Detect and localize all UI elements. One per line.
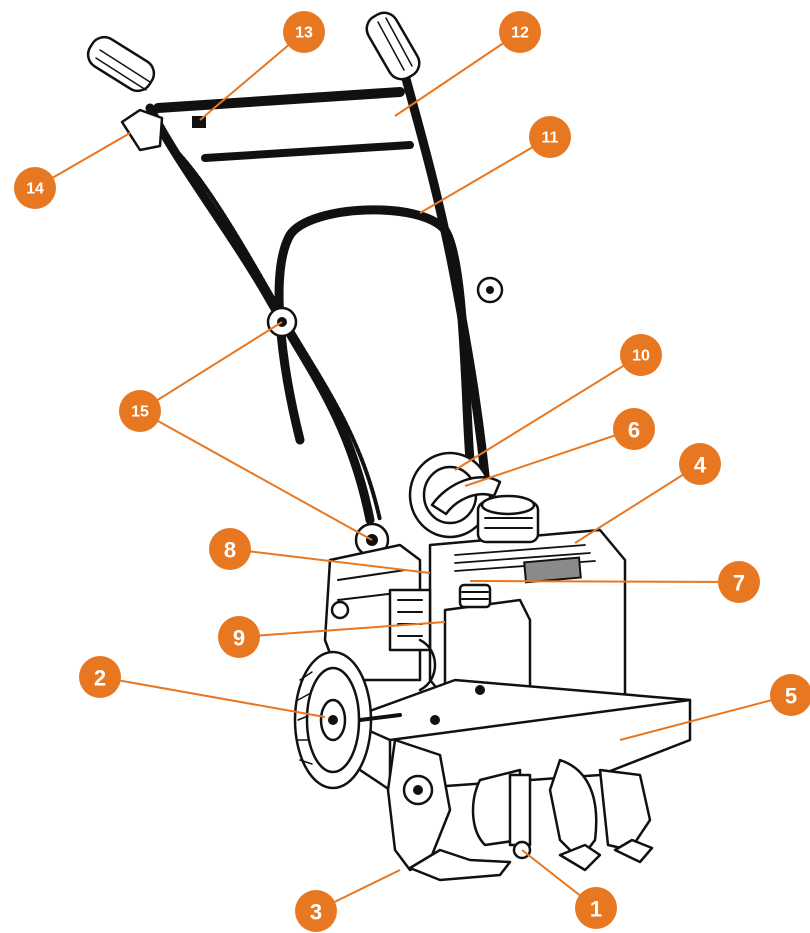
engine xyxy=(323,494,627,712)
leader-line-2 xyxy=(99,676,326,718)
throttle-lever xyxy=(120,108,164,152)
callout-12-label: 12 xyxy=(511,25,529,42)
callout-5-circle xyxy=(770,674,810,716)
callout-3-label: 3 xyxy=(310,900,322,925)
callout-11: 11 xyxy=(529,116,571,158)
callout-5: 5 xyxy=(770,674,810,716)
callout-3: 3 xyxy=(295,890,337,932)
lower-handle-loop xyxy=(274,205,475,465)
leader-line-5 xyxy=(619,694,792,741)
callout-15-label: 15 xyxy=(131,404,149,421)
right-handle-knob xyxy=(476,276,504,304)
callout-9-label: 9 xyxy=(233,626,245,651)
leader-line-4 xyxy=(574,463,701,544)
callout-badges: 1 2 3 4 5 6 7 8 xyxy=(14,11,810,932)
leader-line-12 xyxy=(394,31,521,117)
leader-line-8 xyxy=(229,548,431,574)
callout-12-circle xyxy=(499,11,541,53)
callout-4-label: 4 xyxy=(694,453,707,478)
callout-13-label: 13 xyxy=(295,25,313,42)
callout-11-circle xyxy=(529,116,571,158)
leader-lines xyxy=(34,31,792,912)
callout-15-circle xyxy=(119,390,161,432)
callout-14: 14 xyxy=(14,167,56,209)
leader-line-6 xyxy=(464,428,635,487)
callout-1-label: 1 xyxy=(590,897,602,922)
callout-7-circle xyxy=(718,561,760,603)
callout-8-circle xyxy=(209,528,251,570)
callout-10-circle xyxy=(620,334,662,376)
leader-line-7 xyxy=(469,580,740,583)
right-grip xyxy=(365,11,421,81)
callout-6: 6 xyxy=(613,408,655,450)
callout-4: 4 xyxy=(679,443,721,485)
callout-13: 13 xyxy=(283,11,325,53)
callout-11-label: 11 xyxy=(542,130,559,147)
leader-line-13 xyxy=(199,31,305,121)
callout-1-circle xyxy=(575,887,617,929)
callout-10-label: 10 xyxy=(632,348,650,365)
handlebar-frame xyxy=(145,70,493,525)
leader-line-15a xyxy=(139,321,283,412)
transport-wheel xyxy=(293,650,402,790)
tiller-illustration xyxy=(86,11,692,882)
callout-8: 8 xyxy=(209,528,251,570)
callout-6-circle xyxy=(613,408,655,450)
callout-3-circle xyxy=(295,890,337,932)
leader-line-15b xyxy=(139,410,373,541)
callout-9: 9 xyxy=(218,616,260,658)
callout-13-circle xyxy=(283,11,325,53)
callout-15: 15 xyxy=(119,390,161,432)
callout-4-circle xyxy=(679,443,721,485)
callout-2-label: 2 xyxy=(94,666,106,691)
left-grip xyxy=(86,35,156,93)
callout-9-circle xyxy=(218,616,260,658)
callout-2: 2 xyxy=(79,656,121,698)
callout-2-circle xyxy=(79,656,121,698)
leader-line-9 xyxy=(238,621,446,638)
callout-1: 1 xyxy=(575,887,617,929)
leader-line-11 xyxy=(419,136,551,214)
leader-line-10 xyxy=(454,354,642,471)
callout-10: 10 xyxy=(620,334,662,376)
callout-14-label: 14 xyxy=(26,181,44,198)
callout-12: 12 xyxy=(499,11,541,53)
recoil-starter xyxy=(408,451,502,539)
callout-6-label: 6 xyxy=(628,418,640,443)
callout-7: 7 xyxy=(718,561,760,603)
callout-7-label: 7 xyxy=(733,571,745,596)
tines xyxy=(386,738,654,882)
callout-8-label: 8 xyxy=(224,538,236,563)
callout-5-label: 5 xyxy=(785,684,797,709)
callout-14-circle xyxy=(14,167,56,209)
